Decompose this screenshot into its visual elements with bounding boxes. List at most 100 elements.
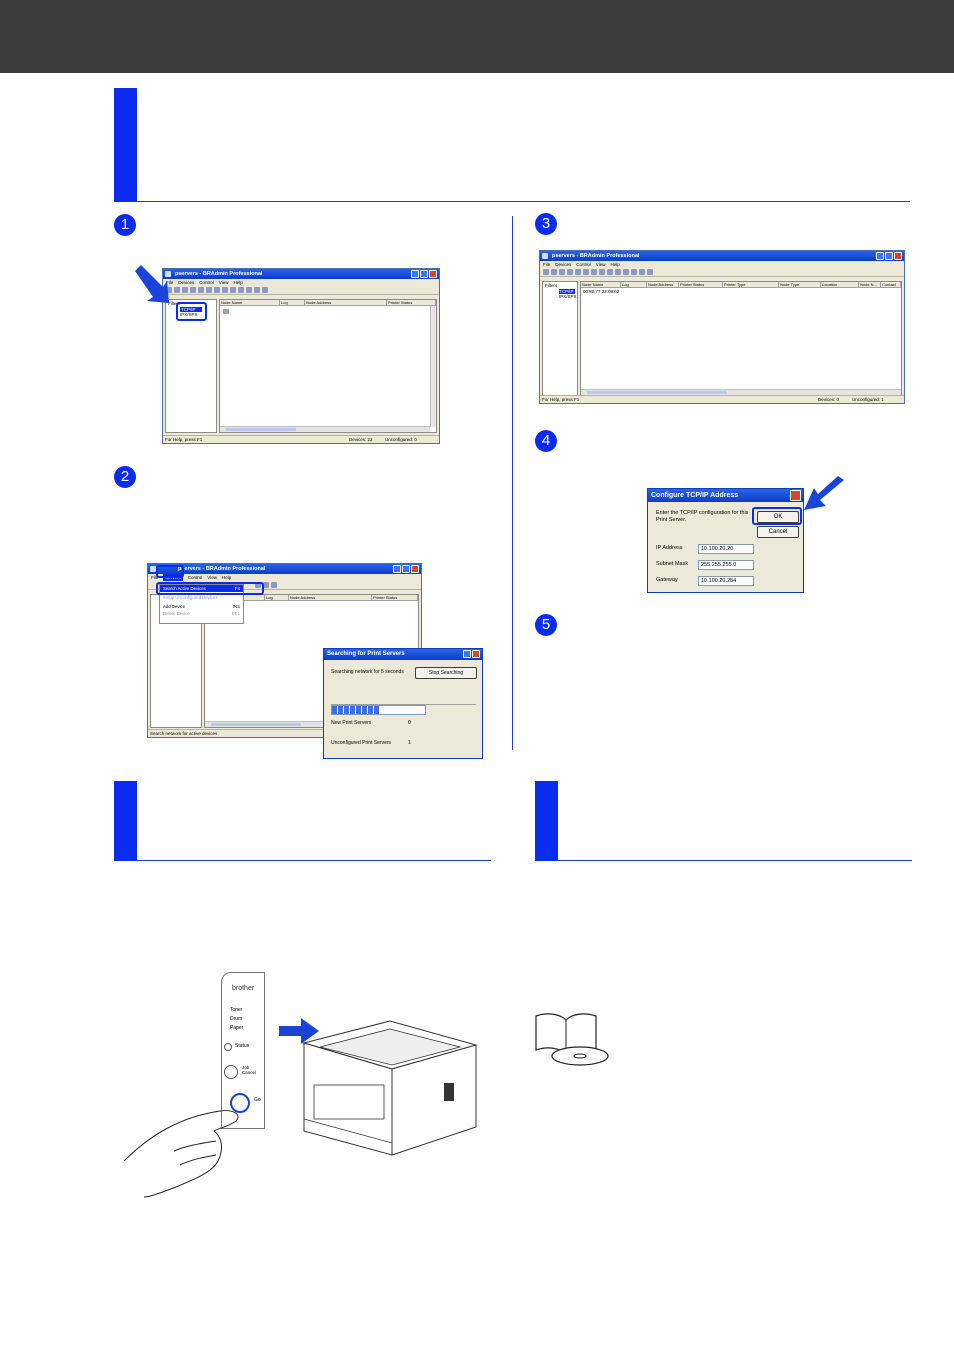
table-row[interactable]: 00:80:77:22:08:62 [583, 289, 620, 294]
close-icon[interactable] [472, 650, 480, 658]
gateway-field[interactable]: 10.100.20.254 [698, 576, 754, 586]
menu-control[interactable]: Control [187, 575, 203, 580]
col-node-n[interactable]: Node N... [859, 282, 881, 287]
maximize-icon[interactable] [402, 565, 410, 573]
menu-item-setup-unconfigured[interactable]: Setup Unconfigured Devices [163, 595, 218, 600]
tool-icon[interactable] [174, 287, 180, 293]
minimize-icon[interactable] [411, 270, 419, 278]
subnet-mask-field[interactable]: 255.255.255.0 [698, 560, 754, 570]
ip-address-field[interactable]: 10.100.20.20 [698, 544, 754, 554]
col-node-name[interactable]: Node Name [220, 300, 280, 305]
col-node-address[interactable]: Node Address [647, 282, 679, 287]
dialog-instruction: Enter the TCP/IP configuration for this … [656, 510, 749, 523]
tool-icon[interactable] [567, 269, 573, 275]
tool-icon[interactable] [615, 269, 621, 275]
tool-icon[interactable] [255, 582, 261, 588]
tool-icon[interactable] [591, 269, 597, 275]
minimize-icon[interactable] [393, 565, 401, 573]
col-node-address[interactable]: Node Address [305, 300, 387, 305]
maximize-icon[interactable] [885, 252, 893, 260]
tool-icon[interactable] [583, 269, 589, 275]
tool-icon[interactable] [166, 287, 172, 293]
tool-icon[interactable] [230, 287, 236, 293]
tool-icon[interactable] [263, 582, 269, 588]
col-printer-status[interactable]: Printer Status [387, 300, 436, 305]
tool-icon[interactable] [238, 287, 244, 293]
vertical-scrollbar[interactable] [430, 306, 436, 427]
col-printer-type[interactable]: Printer Type [723, 282, 779, 287]
col-log[interactable]: Log [280, 300, 305, 305]
tool-icon[interactable] [599, 269, 605, 275]
tool-icon[interactable] [575, 269, 581, 275]
tool-icon[interactable] [190, 287, 196, 293]
job-cancel-button[interactable] [224, 1065, 238, 1079]
tool-icon[interactable] [254, 287, 260, 293]
tool-icon[interactable] [262, 287, 268, 293]
menu-devices[interactable]: Devices [178, 280, 195, 285]
close-icon[interactable] [411, 565, 419, 573]
status-text: For Help, press F1 [542, 397, 580, 402]
col-node-address[interactable]: Node Address [289, 595, 372, 600]
unconfigured-print-servers-value: 1 [408, 740, 411, 746]
tool-icon[interactable] [623, 269, 629, 275]
tool-icon[interactable] [647, 269, 653, 275]
tool-icon[interactable] [551, 269, 557, 275]
close-icon[interactable] [790, 490, 801, 501]
menu-file[interactable]: File [151, 575, 159, 580]
menu-control[interactable]: Control [576, 262, 591, 267]
tool-icon[interactable] [559, 269, 565, 275]
menu-file[interactable]: File [166, 280, 174, 285]
maximize-icon[interactable] [420, 270, 428, 278]
col-location[interactable]: Location [821, 282, 859, 287]
menu-help[interactable]: Help [233, 280, 243, 285]
horizontal-scrollbar[interactable] [220, 426, 430, 432]
col-node-type[interactable]: Node Type [779, 282, 821, 287]
menu-view[interactable]: View [595, 262, 606, 267]
menu-view[interactable]: View [218, 280, 229, 285]
tool-icon[interactable] [206, 287, 212, 293]
tool-icon[interactable] [607, 269, 613, 275]
tool-icon[interactable] [222, 287, 228, 293]
column-headers: Node Name Log Node Address Printer Statu… [581, 282, 901, 288]
minimize-icon[interactable] [876, 252, 884, 260]
go-button[interactable] [230, 1093, 250, 1113]
tree-item-filters[interactable]: Filters [545, 283, 558, 288]
ok-button[interactable]: OK [757, 511, 799, 523]
col-node-name[interactable]: Node Name [581, 282, 621, 287]
tree-item-ipxspx[interactable]: IPX/SPX [180, 312, 198, 317]
tool-icon[interactable] [543, 269, 549, 275]
close-icon[interactable] [894, 252, 902, 260]
tool-icon[interactable] [182, 287, 188, 293]
tool-icon[interactable] [639, 269, 645, 275]
close-icon[interactable] [429, 270, 437, 278]
help-icon[interactable] [463, 650, 471, 658]
menu-view[interactable]: View [207, 575, 217, 580]
tree-item-filters[interactable]: Filters [168, 301, 181, 306]
horizontal-scrollbar[interactable] [205, 721, 418, 727]
tree-item-tcpip[interactable]: TCP/IP [559, 289, 575, 294]
menu-help[interactable]: Help [221, 575, 232, 580]
col-log[interactable]: Log [621, 282, 647, 287]
tool-icon[interactable] [214, 287, 220, 293]
menu-control[interactable]: Control [199, 280, 214, 285]
tool-icon[interactable] [271, 582, 277, 588]
step-1-badge: 1 [114, 214, 136, 236]
tree-item-tcpip[interactable]: TCP/IP [180, 307, 202, 312]
menu-devices[interactable]: Devices [555, 262, 572, 267]
cancel-button[interactable]: Cancel [757, 526, 799, 538]
col-printer-status[interactable]: Printer Status [679, 282, 723, 287]
stop-searching-button[interactable]: Stop Searching [415, 667, 477, 679]
tool-icon[interactable] [246, 287, 252, 293]
tool-icon[interactable] [198, 287, 204, 293]
col-log[interactable]: Log [265, 595, 289, 600]
menu-file[interactable]: File [543, 262, 551, 267]
col-printer-status[interactable]: Printer Status [372, 595, 418, 600]
col-contact[interactable]: Contact [881, 282, 901, 287]
tree-item-ipxspx[interactable]: IPX/SPX [559, 294, 577, 299]
tool-icon[interactable] [631, 269, 637, 275]
horizontal-scrollbar[interactable] [581, 389, 901, 395]
menu-help[interactable]: Help [610, 262, 620, 267]
